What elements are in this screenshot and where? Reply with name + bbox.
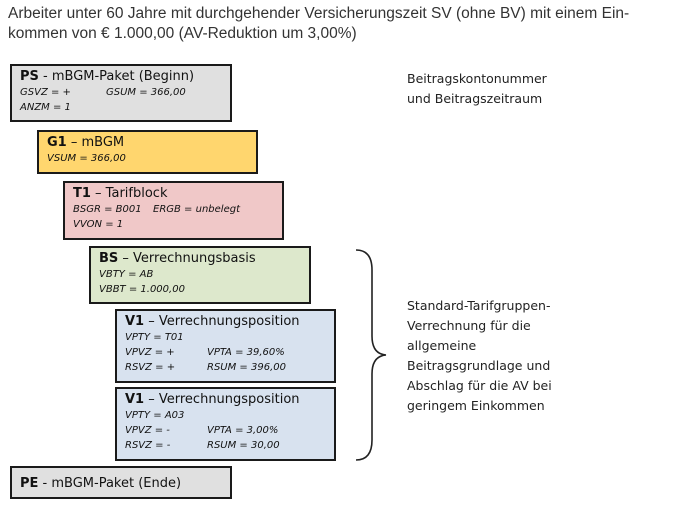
bs-code: BS	[99, 251, 119, 266]
note-top-line-1: Beitragskontonummer	[407, 71, 547, 86]
note-bottom: Standard-Tarifgruppen- Verrechnung für d…	[407, 296, 552, 416]
bs-row-1: VBTY = AB	[99, 267, 301, 282]
ps-label: - mBGM-Paket (Beginn)	[38, 69, 195, 84]
note-bottom-line-2: Verrechnung für die	[407, 318, 531, 333]
v1b-rsum: RSUM = 30,00	[207, 440, 280, 451]
v1a-vpty: VPTY = T01	[125, 332, 184, 343]
v1a-row-2: VPVZ = + VPTA = 39,60%	[125, 345, 326, 360]
t1-box: T1 – Tarifblock BSGR = B001 ERGB = unbel…	[63, 181, 284, 240]
bs-label: – Verrechnungsbasis	[118, 251, 256, 266]
ps-row-2: ANZM = 1	[20, 100, 222, 115]
v1b-rsvz: RSVZ = -	[125, 440, 171, 451]
note-top-line-2: und Beitragszeitraum	[407, 91, 543, 106]
bs-title: BS – Verrechnungsbasis	[99, 250, 301, 267]
note-bottom-line-1: Standard-Tarifgruppen-	[407, 298, 551, 313]
bs-box: BS – Verrechnungsbasis VBTY = AB VBBT = …	[89, 246, 311, 304]
v1b-vpvz: VPVZ = -	[125, 425, 170, 436]
v1a-rsvz: RSVZ = +	[125, 362, 176, 373]
note-top: Beitragskontonummer und Beitragszeitraum	[407, 69, 547, 109]
note-bottom-line-3: allgemeine	[407, 338, 477, 353]
v1a-title: V1 – Verrechnungsposition	[125, 313, 326, 330]
v1a-vpta: VPTA = 39,60%	[207, 347, 285, 358]
v1a-label: – Verrechnungsposition	[144, 314, 300, 329]
note-bottom-line-6: geringem Einkommen	[407, 398, 545, 413]
v1b-row-3: RSVZ = - RSUM = 30,00	[125, 438, 326, 453]
note-bottom-line-4: Beitragsgrundlage und	[407, 358, 551, 373]
pe-label: - mBGM-Paket (Ende)	[38, 476, 182, 491]
t1-bsgr: BSGR = B001	[73, 204, 142, 215]
v1b-vpta: VPTA = 3,00%	[207, 425, 279, 436]
v1a-rsum: RSUM = 396,00	[207, 362, 286, 373]
v1b-row-1: VPTY = A03	[125, 408, 326, 423]
v1b-row-2: VPVZ = - VPTA = 3,00%	[125, 423, 326, 438]
t1-row-2: VVON = 1	[73, 217, 274, 232]
ps-gsum: GSUM = 366,00	[106, 87, 186, 98]
v1a-box: V1 – Verrechnungsposition VPTY = T01 VPV…	[115, 309, 336, 383]
header-line-2: kommen von € 1.000,00 (AV-Reduktion um 3…	[8, 25, 357, 42]
g1-title: G1 – mBGM	[47, 134, 248, 151]
pe-title: PE - mBGM-Paket (Ende)	[20, 470, 222, 497]
bs-vbbt: VBBT = 1.000,00	[99, 284, 185, 295]
header-line-1: Arbeiter unter 60 Jahre mit durchgehende…	[8, 5, 630, 22]
v1b-code: V1	[125, 392, 145, 407]
g1-label: – mBGM	[66, 135, 125, 150]
t1-ergb: ERGB = unbelegt	[153, 204, 240, 215]
t1-label: – Tarifblock	[90, 186, 168, 201]
g1-row-1: VSUM = 366,00	[47, 151, 248, 166]
v1a-code: V1	[125, 314, 145, 329]
t1-title: T1 – Tarifblock	[73, 185, 274, 202]
g1-vsum: VSUM = 366,00	[47, 153, 126, 164]
v1a-vpvz: VPVZ = +	[125, 347, 175, 358]
v1b-box: V1 – Verrechnungsposition VPTY = A03 VPV…	[115, 387, 336, 461]
bs-vbty: VBTY = AB	[99, 269, 154, 280]
t1-vvon: VVON = 1	[73, 219, 124, 230]
v1a-row-1: VPTY = T01	[125, 330, 326, 345]
t1-code: T1	[73, 186, 91, 201]
v1b-label: – Verrechnungsposition	[144, 392, 300, 407]
curly-brace-icon	[355, 249, 387, 461]
ps-anzm: ANZM = 1	[20, 102, 71, 113]
pe-code: PE	[20, 476, 39, 491]
g1-code: G1	[47, 135, 67, 150]
pe-box: PE - mBGM-Paket (Ende)	[10, 466, 232, 499]
ps-gsvz: GSVZ = +	[20, 87, 71, 98]
bs-row-2: VBBT = 1.000,00	[99, 282, 301, 297]
t1-row-1: BSGR = B001 ERGB = unbelegt	[73, 202, 274, 217]
g1-box: G1 – mBGM VSUM = 366,00	[37, 130, 258, 174]
v1a-row-3: RSVZ = + RSUM = 396,00	[125, 360, 326, 375]
ps-title: PS - mBGM-Paket (Beginn)	[20, 68, 222, 85]
ps-row-1: GSVZ = + GSUM = 366,00	[20, 85, 222, 100]
ps-code: PS	[20, 69, 39, 84]
ps-box: PS - mBGM-Paket (Beginn) GSVZ = + GSUM =…	[10, 64, 232, 122]
v1b-vpty: VPTY = A03	[125, 410, 185, 421]
v1b-title: V1 – Verrechnungsposition	[125, 391, 326, 408]
page-header: Arbeiter unter 60 Jahre mit durchgehende…	[8, 4, 686, 44]
note-bottom-line-5: Abschlag für die AV bei	[407, 378, 552, 393]
